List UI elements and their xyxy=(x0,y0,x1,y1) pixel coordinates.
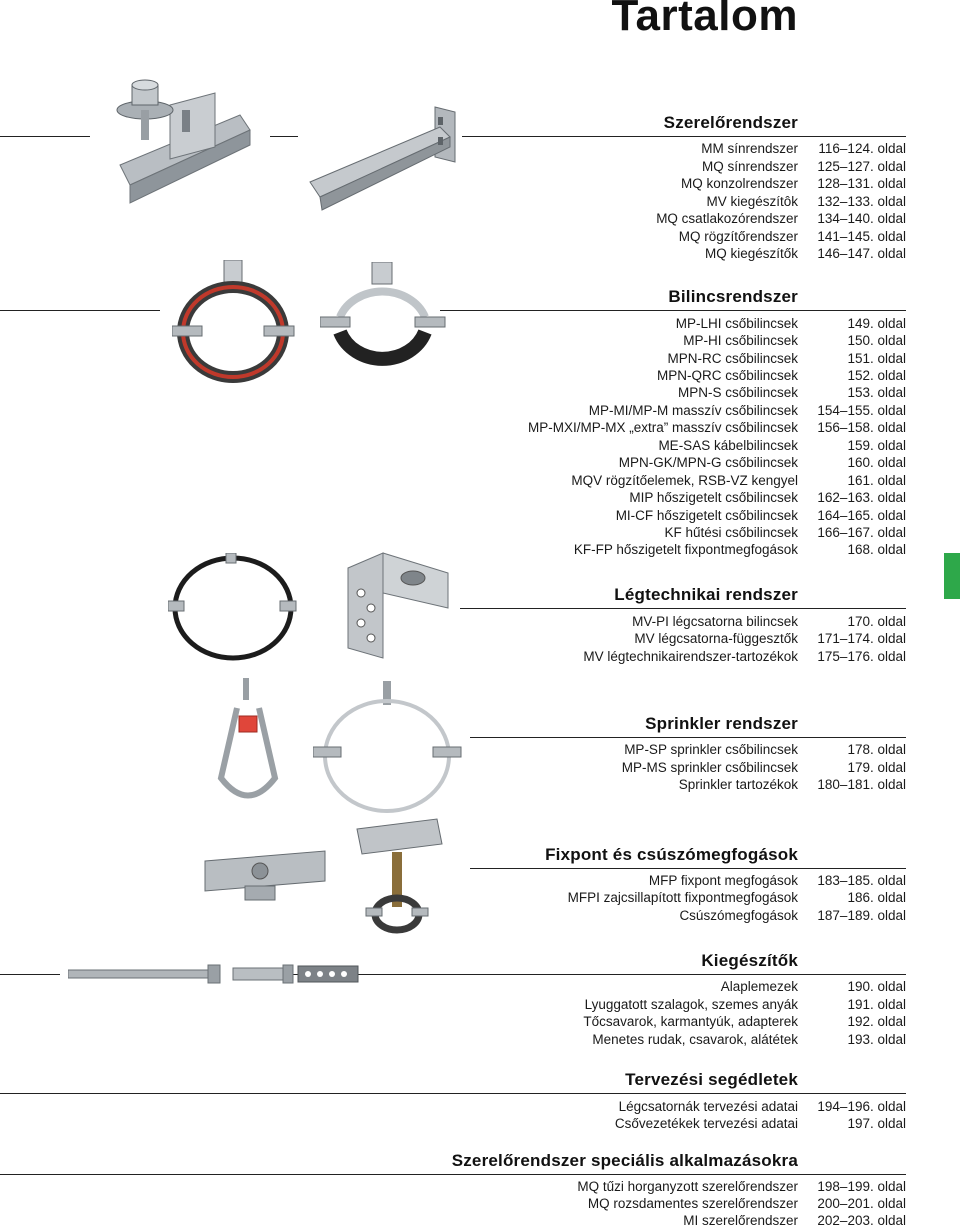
section-rule xyxy=(470,737,906,738)
section-rule xyxy=(0,974,60,975)
sliding-support-illustration xyxy=(352,814,447,939)
rail-system-illustration xyxy=(100,75,270,210)
fixed-point-illustration xyxy=(200,846,330,906)
pipe-clamp-black-illustration xyxy=(320,262,450,382)
angle-bracket-illustration xyxy=(343,548,453,663)
section-rule xyxy=(0,136,90,137)
toc-row[interactable]: MP-MXI/MP-MX „extra” masszív csőbilincse… xyxy=(527,420,906,435)
cantilever-bracket-illustration xyxy=(300,102,460,222)
section-rule xyxy=(440,310,906,311)
section-heading-szerelorendszer: Szerelőrendszer xyxy=(663,113,798,132)
section-rule xyxy=(470,868,906,869)
section-heading-tervezesi: Tervezési segédletek xyxy=(625,1070,798,1089)
page-title: Tartalom xyxy=(611,0,798,40)
duct-clamp-illustration xyxy=(168,553,308,663)
section-heading-fixpont: Fixpont és csúszómegfogások xyxy=(545,845,798,864)
sprinkler-clamp-illustration xyxy=(313,681,463,816)
section-rule xyxy=(462,136,906,137)
section-heading-bilincsrendszer: Bilincsrendszer xyxy=(668,287,798,306)
screws-band-illustration xyxy=(68,960,360,990)
section-heading-sprinkler: Sprinkler rendszer xyxy=(645,714,798,733)
section-heading-kiegeszitok: Kiegészítők xyxy=(701,951,798,970)
section-rule xyxy=(0,1093,906,1094)
chapter-tab-marker xyxy=(944,553,960,599)
sprinkler-hanger-illustration xyxy=(213,678,283,806)
pipe-clamp-red-illustration xyxy=(172,260,312,390)
section-rule xyxy=(460,608,906,609)
section-heading-legtechnikai: Légtechnikai rendszer xyxy=(614,585,798,604)
section-rule xyxy=(290,974,906,975)
section-rule xyxy=(270,136,298,137)
section-rule xyxy=(0,1174,906,1175)
section-rule xyxy=(0,310,160,311)
section-heading-specialis: Szerelőrendszer speciális alkalmazásokra xyxy=(451,1151,798,1170)
